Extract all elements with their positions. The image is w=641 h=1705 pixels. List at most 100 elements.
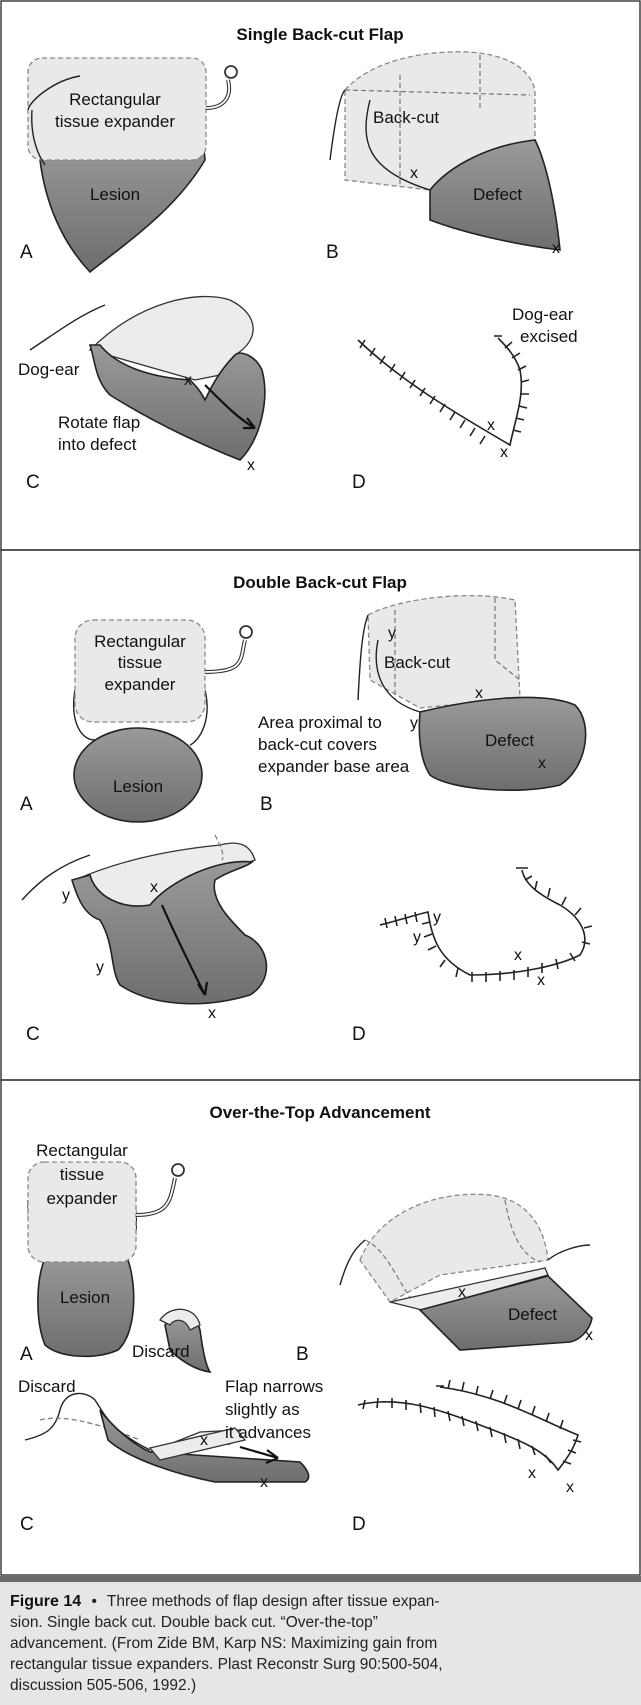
point-x-marker: x [537, 972, 545, 989]
narrow-label-line-3: it advances [225, 1423, 311, 1442]
panel-2d: y y x x D [352, 868, 592, 1045]
note-line-2: back-cut covers [258, 735, 377, 754]
point-x-marker: x [208, 1005, 216, 1022]
section-3-title: Over-the-Top Advancement [209, 1103, 430, 1122]
discard-label-right: Discard [132, 1342, 190, 1361]
caption-line-5: discussion 505-506, 1992.) [10, 1677, 196, 1694]
panel-1c: Dog-ear Rotate flap into defect x x C [18, 297, 265, 493]
panel-1d: Dog-ear excised x x D [352, 305, 578, 493]
fill-tube [205, 640, 245, 672]
expander-label-line-1: Rectangular [69, 90, 161, 109]
lesion-label: Lesion [113, 777, 163, 796]
panel-letter: C [20, 1514, 34, 1535]
rotate-label-line-2: into defect [58, 435, 137, 454]
panel-3b: Defect x x B [296, 1194, 593, 1365]
point-x-marker: x [410, 165, 418, 182]
point-x-marker: x [150, 879, 158, 896]
note-line-3: expander base area [258, 757, 410, 776]
panel-3d: x x D [352, 1380, 581, 1535]
suture-line [358, 338, 521, 445]
point-x-marker: x [487, 417, 495, 434]
section-single-backcut: Single Back-cut Flap Rectangular tissue … [1, 1, 640, 550]
expander-label-line-1: Rectangular [94, 632, 186, 651]
section-double-backcut: Double Back-cut Flap Rectangular tissue … [1, 550, 640, 1080]
point-y-marker: y [62, 887, 70, 904]
caption-top-rule [0, 1576, 641, 1582]
point-x-marker: x [475, 685, 483, 702]
expander-label-line-1: Rectangular [36, 1141, 128, 1160]
panel-letter: A [20, 794, 33, 815]
defect-shape [420, 1276, 592, 1350]
suture-line [358, 1387, 578, 1470]
point-x-marker: x [260, 1474, 268, 1491]
section-1-title: Single Back-cut Flap [236, 25, 403, 44]
fill-port-icon [240, 626, 252, 638]
panel-2a: Rectangular tissue expander Lesion A [20, 620, 252, 822]
expanded-tissue-shape [368, 596, 520, 708]
narrow-label-line-2: slightly as [225, 1400, 300, 1419]
panel-letter: A [20, 1344, 33, 1365]
caption-line-3: advancement. (From Zide BM, Karp NS: Max… [10, 1635, 437, 1652]
fill-port-icon [225, 66, 237, 78]
point-y-marker: y [433, 909, 441, 926]
figure-label: Figure 14 [10, 1593, 81, 1610]
suture-line [380, 870, 585, 975]
point-x-marker: x [184, 372, 192, 389]
point-x-marker: x [200, 1432, 208, 1449]
lesion-label: Lesion [90, 185, 140, 204]
backcut-label: Back-cut [384, 653, 450, 672]
panel-letter: C [26, 472, 40, 493]
suture-ticks [360, 336, 529, 444]
point-x-marker: x [538, 755, 546, 772]
panel-2b: Back-cut Defect Area proximal to back-cu… [258, 596, 586, 815]
point-y-marker: y [413, 929, 421, 946]
caption-line-1: Figure 14 • Three methods of flap design… [10, 1593, 440, 1610]
point-x-marker: x [528, 1465, 536, 1482]
section-over-the-top: Over-the-Top Advancement Rectangular tis… [1, 1080, 640, 1575]
defect-label: Defect [473, 185, 522, 204]
point-y-marker: y [410, 715, 418, 732]
caption-text-1: Three methods of flap design after tissu… [107, 1593, 440, 1610]
defect-label: Defect [485, 731, 534, 750]
point-x-marker: x [585, 1327, 593, 1344]
point-y-marker: y [388, 625, 396, 642]
discard-label-left: Discard [18, 1377, 76, 1396]
caption-bullet: • [91, 1593, 96, 1610]
panel-letter: A [20, 242, 33, 263]
panel-2c: y y x x C [22, 835, 266, 1045]
figure-caption: Figure 14 • Three methods of flap design… [0, 1576, 641, 1705]
fill-tube [206, 80, 229, 108]
panel-letter: B [260, 794, 273, 815]
point-x-marker: x [514, 947, 522, 964]
lesion-label: Lesion [60, 1288, 110, 1307]
panel-letter: D [352, 472, 366, 493]
backcut-label: Back-cut [373, 108, 439, 127]
skin-line [30, 305, 105, 350]
expander-label-line-2: tissue [118, 653, 162, 672]
point-x-marker: x [500, 444, 508, 461]
point-x-marker: x [552, 240, 560, 257]
panel-letter: B [296, 1344, 309, 1365]
panel-3a: Rectangular tissue expander Lesion A [20, 1141, 184, 1365]
narrow-label-line-1: Flap narrows [225, 1377, 323, 1396]
tissue-expander-shape [28, 58, 206, 160]
panel-letter: D [352, 1514, 366, 1535]
defect-label: Defect [508, 1305, 557, 1324]
expander-label-line-3: expander [105, 675, 176, 694]
panel-letter: C [26, 1024, 40, 1045]
panel-letter: B [326, 242, 339, 263]
excised-label-line-1: Dog-ear [512, 305, 574, 324]
expander-label-line-2: tissue [60, 1165, 104, 1184]
caption-line-4: rectangular tissue expanders. Plast Reco… [10, 1656, 443, 1673]
point-x-marker: x [458, 1284, 466, 1301]
panel-1b: Back-cut Defect x x B [326, 52, 560, 263]
caption-line-2: sion. Single back cut. Double back cut. … [10, 1614, 378, 1631]
fill-tube [136, 1178, 175, 1215]
point-x-marker: x [247, 457, 255, 474]
panel-letter: D [352, 1024, 366, 1045]
suture-ticks [385, 868, 592, 982]
lesion-shape [74, 728, 202, 822]
rotate-label-line-1: Rotate flap [58, 413, 140, 432]
panel-1a: Rectangular tissue expander Lesion A [20, 58, 237, 272]
